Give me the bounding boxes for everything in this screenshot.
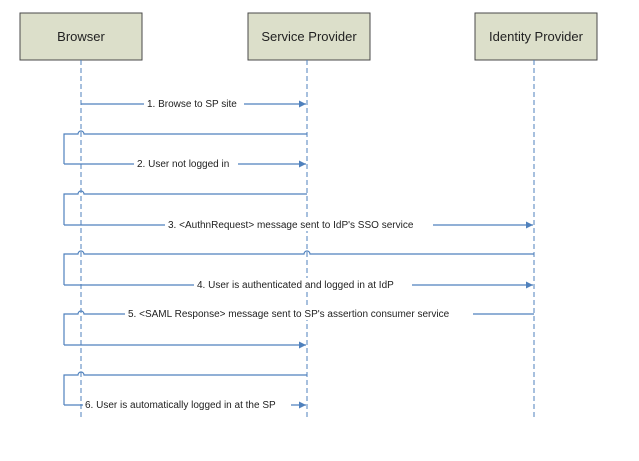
- participant-browser: Browser: [19, 12, 143, 61]
- message-2: 2. User not logged in: [63, 130, 307, 170]
- message-label: 4. User is authenticated and logged in a…: [197, 280, 394, 291]
- message-label: 2. User not logged in: [137, 159, 229, 170]
- message-5: 5. <SAML Response> message sent to SP's …: [63, 307, 534, 349]
- participant-label: Service Provider: [261, 29, 357, 44]
- message-label: 3. <AuthnRequest> message sent to IdP's …: [168, 220, 414, 231]
- message-label: 1. Browse to SP site: [147, 99, 237, 110]
- participant-label: Browser: [57, 29, 105, 44]
- message-label: 5. <SAML Response> message sent to SP's …: [128, 309, 450, 320]
- participant-label: Identity Provider: [489, 29, 584, 44]
- message-6: 6. User is automatically logged in at th…: [63, 371, 307, 411]
- message-4: 4. User is authenticated and logged in a…: [63, 250, 534, 291]
- participant-identity-provider: Identity Provider: [474, 12, 598, 61]
- message-1: 1. Browse to SP site: [81, 97, 306, 110]
- message-3: 3. <AuthnRequest> message sent to IdP's …: [63, 190, 533, 231]
- message-label: 6. User is automatically logged in at th…: [85, 400, 276, 411]
- participant-service-provider: Service Provider: [247, 12, 371, 61]
